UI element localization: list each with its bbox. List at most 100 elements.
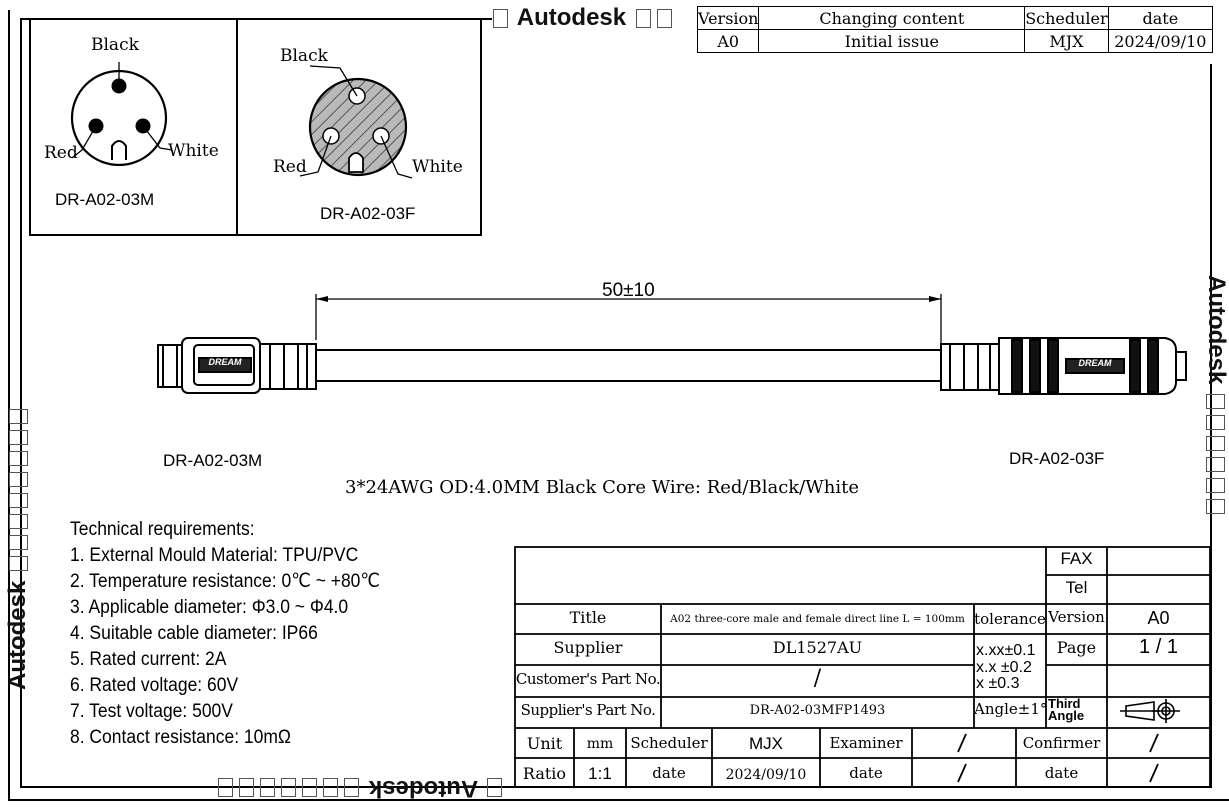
tolerance-label: tolerance [974, 610, 1046, 628]
date-value-1: 2024/09/10 [725, 767, 807, 783]
pinout-box-frame [29, 18, 482, 236]
cable-right-part: DR-A02-03F [1009, 449, 1105, 468]
box-glyph-icon [9, 471, 29, 487]
male-brand-plate [198, 357, 252, 373]
box-glyph-icon [656, 9, 672, 29]
technical-requirements: Technical requirements: 1. External Moul… [70, 517, 380, 751]
tech-req-item: 1. External Mould Material: TPU/PVC [70, 545, 359, 566]
female-pin-right-label: White [412, 157, 463, 177]
male-pin-black [111, 78, 127, 94]
pinout-diagrams [29, 18, 482, 236]
tolerance-xx: x.x ±0.2 [976, 659, 1032, 676]
male-pin-left-label: Red [44, 143, 78, 163]
scheduler-value: MJX [749, 734, 783, 753]
watermark-top: Autodesk [490, 4, 675, 32]
box-glyph-icon [493, 9, 508, 29]
box-glyph-icon [281, 777, 297, 797]
tech-req-item: 8. Contact resistance: 10mΩ [70, 727, 291, 748]
female-brand-plate [1065, 358, 1125, 374]
frame-left-inner [20, 18, 22, 788]
confirmer-slash [1149, 733, 1159, 753]
watermark-bottom: Autodesk [215, 774, 505, 802]
title-value: A02 three-core male and female direct li… [670, 613, 965, 625]
confirmer-value: / [1107, 734, 1210, 753]
cable-left-part: DR-A02-03M [163, 451, 263, 470]
customer-part-value: / [813, 666, 822, 691]
male-key-notch [111, 140, 127, 160]
tech-req-item: 4. Suitable cable diameter: IP66 [70, 623, 318, 644]
box-glyph-icon [260, 777, 276, 797]
box-glyph-icon [9, 555, 29, 571]
wire-spec: 3*24AWG OD:4.0MM Black Core Wire: Red/Bl… [345, 477, 859, 498]
tech-req-item: 5. Rated current: 2A [70, 649, 227, 670]
title-block-grid [514, 546, 1211, 788]
examiner-value: / [912, 734, 1016, 753]
date-value-3: / [1107, 764, 1210, 783]
box-glyph-icon [487, 777, 502, 797]
title-block: FAX Tel Title A02 three-core male and fe… [514, 546, 1211, 788]
box-glyph-icon [1205, 478, 1225, 494]
female-key-notch [348, 152, 364, 173]
male-pin-top-label: Black [91, 35, 139, 55]
revision-table: Version Changing content Scheduler date … [696, 6, 1214, 53]
female-part-label: DR-A02-03F [320, 204, 416, 223]
frame-bottom-outer [8, 799, 1229, 801]
box-glyph-icon [9, 513, 29, 529]
version-label: Version [1048, 608, 1105, 626]
rev-content: Initial issue [758, 29, 1026, 53]
male-brand-text: DREAM [208, 357, 242, 367]
male-part-label: DR-A02-03M [55, 190, 155, 209]
male-connector [157, 337, 317, 394]
box-glyph-icon [1205, 457, 1225, 473]
female-pin-left-label: Red [273, 157, 307, 177]
ratio-value: 1:1 [588, 764, 612, 783]
supplier-value: DL1527AU [772, 638, 863, 657]
box-glyph-icon [344, 777, 360, 797]
box-glyph-icon [635, 9, 651, 29]
box-glyph-icon [1205, 499, 1225, 515]
supplier-part-label: Supplier's Part No. [520, 701, 656, 719]
rev-header-content: Changing content [758, 6, 1026, 30]
page-value: 1 / 1 [1139, 636, 1178, 658]
female-pin-top-label: Black [280, 46, 328, 66]
male-pin-right-label: White [168, 141, 219, 161]
angle-tolerance: Angle±1° [974, 700, 1048, 718]
examiner-slash [957, 733, 967, 753]
customer-part-label: Customer's Part No. [515, 670, 661, 688]
box-glyph-icon [9, 534, 29, 550]
title-label: Title [569, 608, 607, 627]
box-glyph-icon [218, 777, 234, 797]
tel-label: Tel [1065, 578, 1088, 597]
supplier-part-value: DR-A02-03MFP1493 [749, 703, 886, 718]
box-glyph-icon [302, 777, 318, 797]
date-label-2: date [849, 764, 883, 782]
date-label-1: date [652, 764, 686, 782]
scheduler-label: Scheduler [630, 734, 708, 752]
date-value-2: / [912, 764, 1016, 783]
box-glyph-icon [239, 777, 255, 797]
tech-req-item: 7. Test voltage: 500V [70, 701, 233, 722]
tech-req-item: 3. Applicable diameter: Φ3.0 ~ Φ4.0 [70, 597, 349, 618]
box-glyph-icon [9, 492, 29, 508]
rev-header-version: Version [696, 6, 760, 30]
supplier-label: Supplier [553, 638, 623, 657]
unit-label: Unit [526, 734, 563, 753]
examiner-label: Examiner [829, 734, 903, 752]
ratio-label: Ratio [522, 764, 567, 783]
tech-req-item: 2. Temperature resistance: 0℃ ~ +80℃ [70, 571, 381, 592]
tech-req-heading: Technical requirements: [70, 519, 255, 540]
female-connector [940, 337, 1187, 395]
rev-version: A0 [696, 29, 760, 53]
box-glyph-icon [323, 777, 339, 797]
version-value: A0 [1147, 608, 1170, 628]
rev-date: 2024/09/10 [1107, 29, 1214, 53]
box-glyph-icon [9, 450, 29, 466]
frame-right-inner [1210, 64, 1212, 788]
unit-value: mm [586, 736, 614, 752]
date-label-3: date [1044, 764, 1079, 782]
frame-left-outer [8, 10, 10, 800]
confirmer-label: Confirmer [1022, 734, 1101, 752]
date2-slash [957, 763, 967, 783]
tolerance-xxx: x.xx±0.1 [976, 642, 1036, 659]
page-label: Page [1056, 638, 1097, 657]
